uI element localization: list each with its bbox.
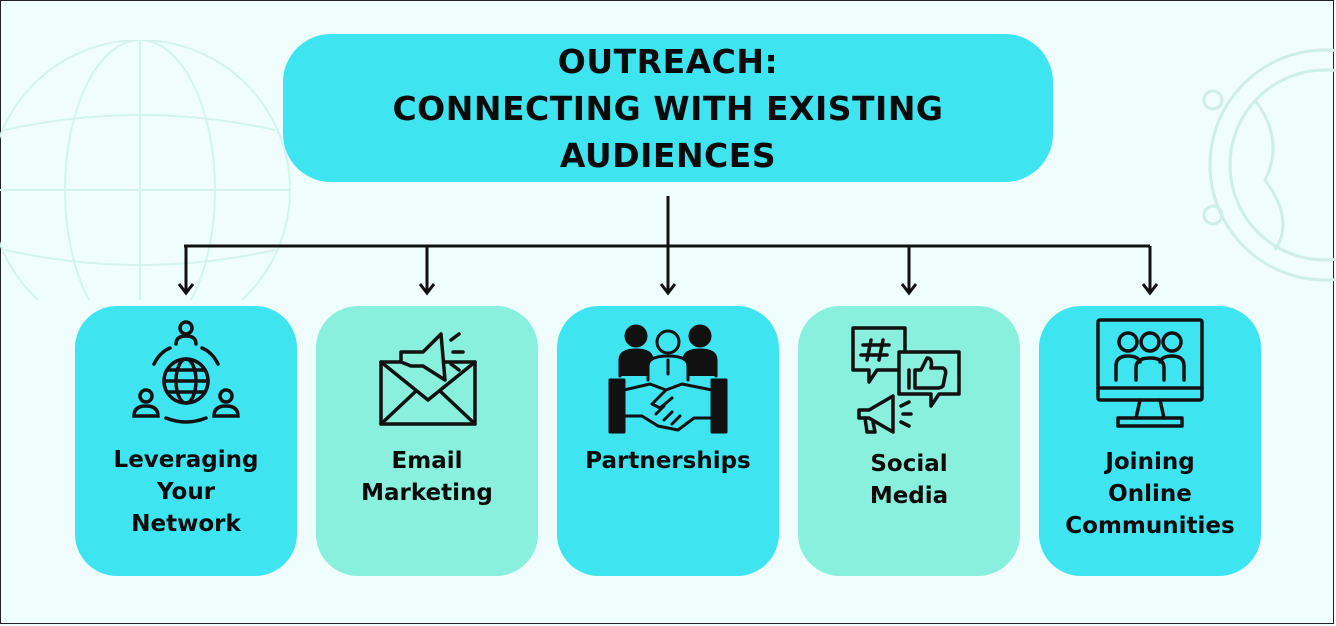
card-label-line: Online bbox=[1108, 481, 1192, 507]
title-line-1: OUTREACH: bbox=[557, 41, 779, 81]
card-label-line: Your bbox=[156, 479, 216, 505]
card-label: Partnerships bbox=[557, 445, 779, 477]
card-email-marketing: Email Marketing bbox=[316, 306, 538, 576]
arrow-head-2 bbox=[418, 283, 436, 296]
card-label: Email Marketing bbox=[316, 445, 538, 509]
title-line-2: CONNECTING WITH EXISTING bbox=[392, 88, 944, 128]
card-label: Joining Online Communities bbox=[1039, 446, 1261, 542]
card-label-line: Email bbox=[391, 448, 463, 474]
card-partnerships: Partnerships bbox=[557, 306, 779, 576]
arrow-head-4 bbox=[900, 283, 918, 296]
card-label-line: Social bbox=[870, 451, 948, 477]
handshake-team-icon bbox=[608, 324, 728, 434]
card-label-line: Communities bbox=[1065, 513, 1235, 539]
online-community-monitor-icon bbox=[1096, 318, 1204, 428]
title-box: OUTREACH: CONNECTING WITH EXISTING AUDIE… bbox=[283, 34, 1053, 182]
card-joining-online-communities: Joining Online Communities bbox=[1039, 306, 1261, 576]
card-label: Leveraging Your Network bbox=[75, 444, 297, 540]
card-social-media: Social Media bbox=[798, 306, 1020, 576]
card-label-line: Partnerships bbox=[585, 448, 751, 474]
card-label: Social Media bbox=[798, 448, 1020, 512]
arrow-head-3 bbox=[659, 283, 677, 296]
arrow-head-1 bbox=[177, 283, 195, 296]
arrow-head-5 bbox=[1141, 283, 1159, 296]
card-leveraging-your-network: Leveraging Your Network bbox=[75, 306, 297, 576]
email-megaphone-icon bbox=[379, 332, 477, 426]
card-label-line: Leveraging bbox=[113, 447, 259, 473]
social-media-icon bbox=[851, 326, 961, 434]
title-line-3: AUDIENCES bbox=[559, 135, 777, 175]
card-label-line: Marketing bbox=[361, 480, 493, 506]
card-label-line: Network bbox=[131, 511, 241, 537]
network-globe-icon bbox=[132, 320, 240, 424]
card-label-line: Joining bbox=[1105, 449, 1195, 475]
card-label-line: Media bbox=[869, 483, 949, 509]
